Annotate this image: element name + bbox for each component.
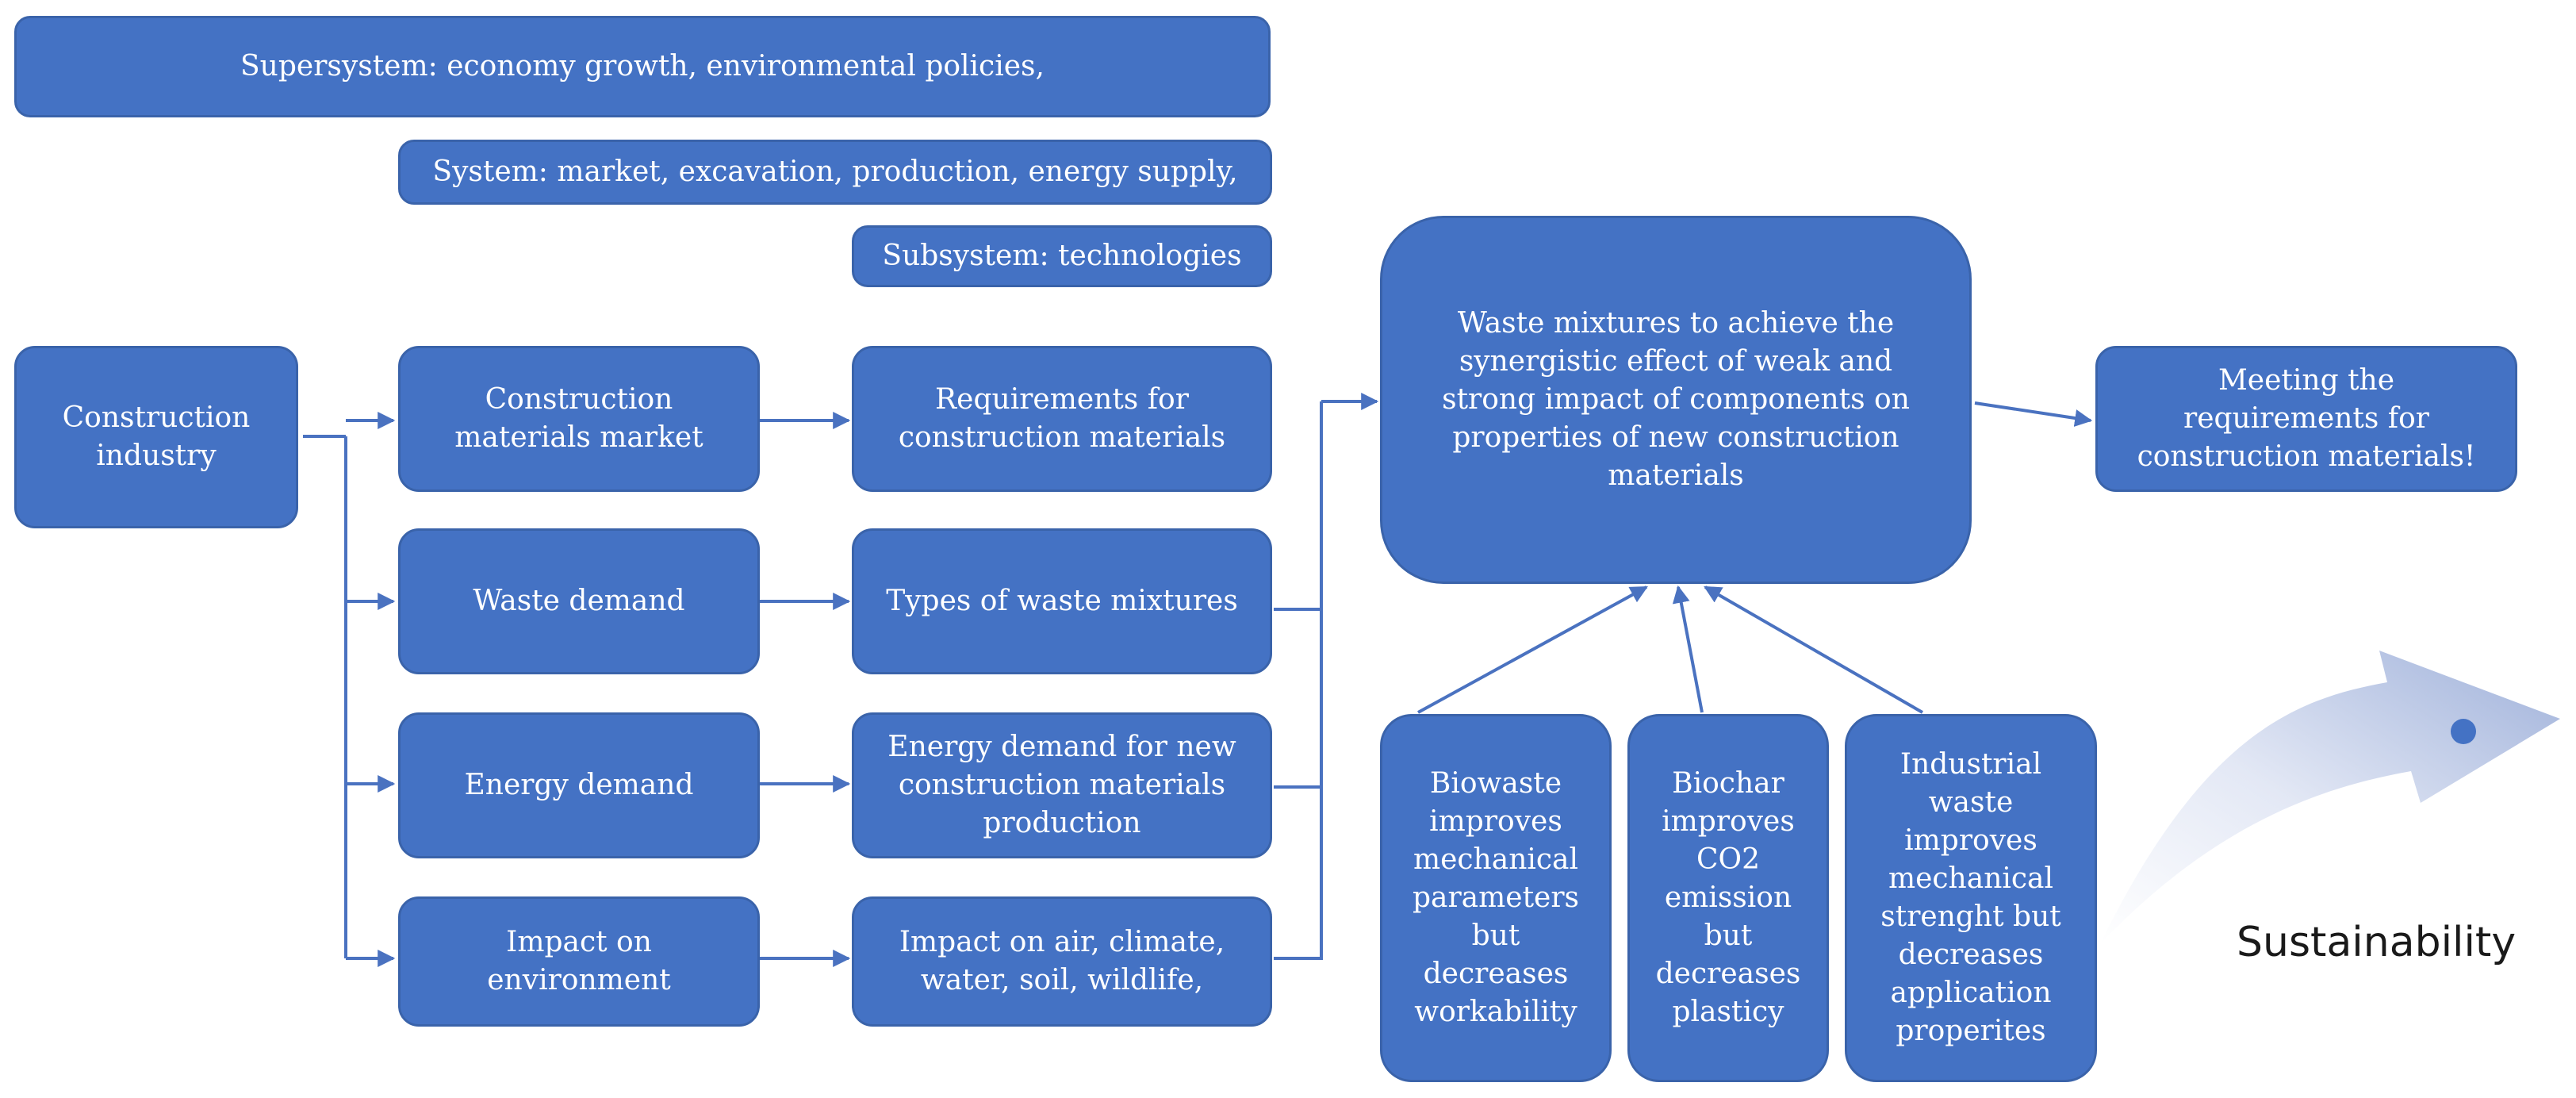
node-meeting-requirements: Meeting the requirements for constructio… xyxy=(2095,346,2517,492)
sustainability-dot xyxy=(2451,719,2476,744)
node-impact-environment: Impact on environment xyxy=(398,896,760,1027)
energy-production-to-collector-line xyxy=(1274,609,1323,789)
node-energy-demand: Energy demand xyxy=(398,712,760,858)
node-materials-market-label: Construction materials market xyxy=(454,383,703,454)
node-energy-production-label: Energy demand for new construction mater… xyxy=(887,731,1236,839)
node-industrial-waste-label: Industrial waste improves mechanical str… xyxy=(1880,748,2061,1047)
supersystem-label: Supersystem: economy growth, environment… xyxy=(240,50,1045,83)
sustainability-arrow xyxy=(2100,651,2560,944)
node-meeting-requirements-label: Meeting the requirements for constructio… xyxy=(2137,364,2476,473)
subsystem-label: Subsystem: technologies xyxy=(882,240,1242,272)
node-biochar: Biochar improves CO2 emission but decrea… xyxy=(1627,714,1829,1082)
node-waste-mixtures: Waste mixtures to achieve the synergisti… xyxy=(1380,216,1972,584)
subsystem-band: Subsystem: technologies xyxy=(852,225,1272,287)
impact-air-to-collector-line xyxy=(1274,787,1323,960)
node-waste-types-label: Types of waste mixtures xyxy=(886,585,1238,617)
node-requirements: Requirements for construction materials xyxy=(852,346,1272,492)
node-industrial-waste: Industrial waste improves mechanical str… xyxy=(1845,714,2097,1082)
node-waste-mixtures-label: Waste mixtures to achieve the synergisti… xyxy=(1442,307,1910,492)
node-energy-production: Energy demand for new construction mater… xyxy=(852,712,1272,858)
node-impact-environment-label: Impact on environment xyxy=(487,926,671,996)
node-construction-industry-label: Construction industry xyxy=(62,401,251,472)
node-impact-air-label: Impact on air, climate, water, soil, wil… xyxy=(899,926,1225,996)
node-waste-demand: Waste demand xyxy=(398,528,760,674)
node-requirements-label: Requirements for construction materials xyxy=(898,383,1226,454)
sustainability-label: Sustainability xyxy=(2237,919,2517,966)
industrial-to-mixtures-arrow xyxy=(1704,585,1923,714)
node-waste-types: Types of waste mixtures xyxy=(852,528,1272,674)
system-label: System: market, excavation, production, … xyxy=(432,155,1238,188)
node-biochar-label: Biochar improves CO2 emission but decrea… xyxy=(1655,767,1801,1028)
node-construction-industry: Construction industry xyxy=(14,346,298,528)
node-impact-air: Impact on air, climate, water, soil, wil… xyxy=(852,896,1272,1027)
mixtures-to-meeting-arrow xyxy=(1974,401,2093,427)
node-biowaste: Biowaste improves mechanical parameters … xyxy=(1380,714,1612,1082)
node-biowaste-label: Biowaste improves mechanical parameters … xyxy=(1412,767,1580,1028)
node-waste-demand-label: Waste demand xyxy=(473,585,685,617)
node-energy-demand-label: Energy demand xyxy=(464,769,694,801)
collector-line xyxy=(1274,401,1323,611)
system-band: System: market, excavation, production, … xyxy=(398,140,1272,205)
node-materials-market: Construction materials market xyxy=(398,346,760,492)
supersystem-band: Supersystem: economy growth, environment… xyxy=(14,16,1271,117)
biowaste-to-mixtures-arrow xyxy=(1417,585,1648,714)
biochar-to-mixtures-arrow xyxy=(1672,585,1704,713)
